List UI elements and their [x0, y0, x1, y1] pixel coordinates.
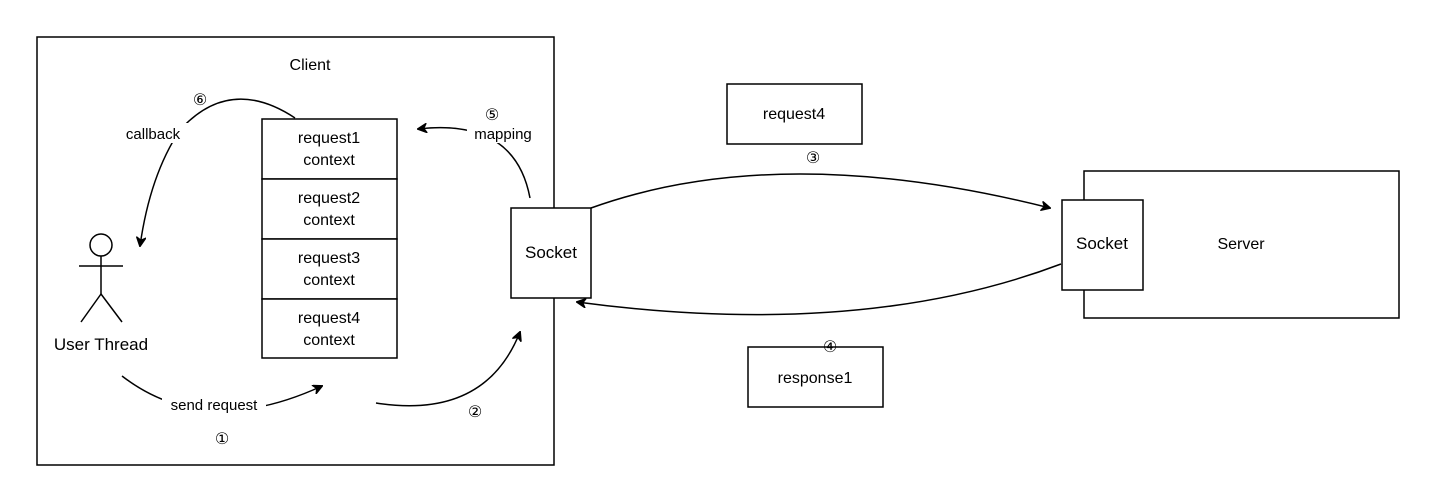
svg-text:request4: request4	[298, 310, 360, 327]
step-5-label: ⑤	[485, 107, 499, 124]
svg-text:request4: request4	[763, 106, 825, 123]
response-return-edge	[577, 263, 1062, 316]
response1-message: response1	[747, 346, 884, 408]
user-thread-label: User Thread	[54, 335, 148, 354]
svg-text:send request: send request	[171, 397, 259, 414]
server-socket: Socket	[1061, 199, 1144, 291]
context-table: request1 context request2 context reques…	[261, 118, 398, 359]
svg-text:callback: callback	[126, 126, 181, 143]
svg-text:context: context	[303, 272, 355, 289]
svg-text:request2: request2	[298, 190, 360, 207]
request4-message: request4	[726, 83, 863, 145]
svg-text:request3: request3	[298, 250, 360, 267]
svg-text:context: context	[303, 332, 355, 349]
callback-label: callback	[118, 123, 188, 143]
step-2-label: ②	[468, 404, 482, 421]
svg-text:request1: request1	[298, 130, 360, 147]
context-row: request2 context	[261, 178, 398, 240]
stick-figure-icon	[79, 233, 123, 323]
user-thread-actor: User Thread	[54, 233, 148, 354]
dispatch-edge	[375, 332, 520, 407]
svg-text:Socket: Socket	[1076, 234, 1128, 253]
step-1-label: ①	[215, 431, 229, 448]
svg-text:mapping: mapping	[474, 126, 532, 143]
client-socket: Socket	[510, 207, 592, 299]
server-title: Server	[1217, 236, 1265, 253]
client-title: Client	[290, 57, 331, 74]
request-send-edge	[590, 173, 1050, 208]
context-row: request3 context	[261, 238, 398, 300]
send-request-label: send request	[162, 395, 266, 415]
svg-text:context: context	[303, 212, 355, 229]
svg-text:Socket: Socket	[525, 243, 577, 262]
mapping-label: mapping	[467, 123, 539, 143]
svg-text:response1: response1	[778, 370, 853, 387]
context-row: request1 context	[261, 118, 398, 180]
context-row: request4 context	[261, 298, 398, 359]
svg-text:context: context	[303, 152, 355, 169]
step-3-label: ③	[806, 150, 820, 167]
step-4-label: ④	[823, 339, 837, 356]
step-6-label: ⑥	[193, 92, 207, 109]
